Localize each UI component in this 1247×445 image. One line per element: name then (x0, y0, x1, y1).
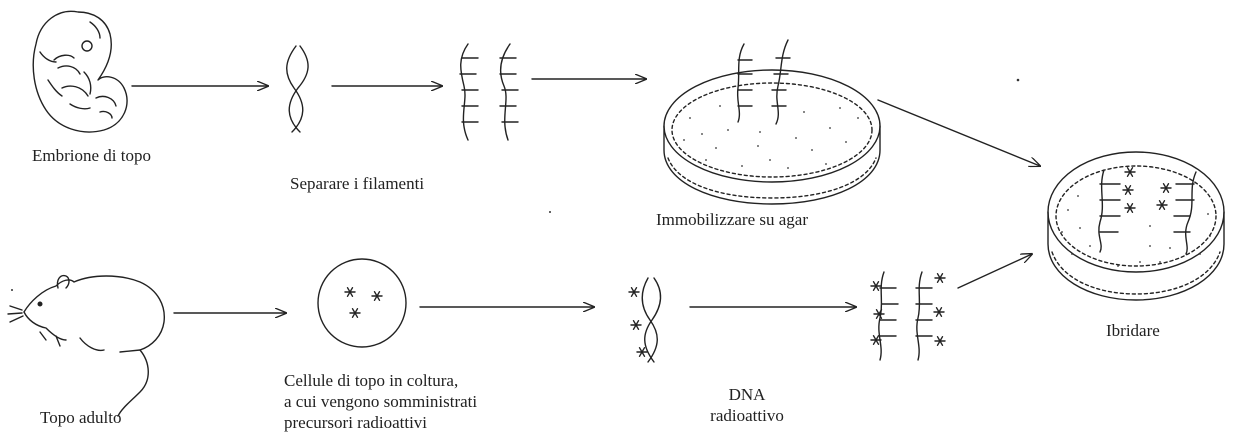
radioactive-separated-strands (871, 272, 945, 360)
label-hybridize: Ibridare (1106, 321, 1160, 341)
double-helix-dna (287, 46, 308, 132)
separated-dna-strands (460, 44, 518, 140)
mouse-embryo-illustration (33, 11, 127, 132)
label-cell-culture-line1: Cellule di topo in coltura, (284, 370, 477, 391)
scan-specks (11, 79, 1019, 291)
hybridization-petri-dish (1048, 152, 1224, 300)
top-row-arrows (132, 79, 1040, 166)
agar-petri-dish (664, 40, 880, 204)
radioactive-dna-helix (629, 278, 661, 362)
label-dna-line1: DNA (702, 384, 792, 405)
label-dna-line2: radioattivo (702, 405, 792, 426)
label-adult-mouse: Topo adulto (40, 408, 121, 428)
label-cell-culture-line3: precursori radioattivi (284, 412, 477, 433)
cell-culture-circle (318, 259, 406, 347)
label-embryo: Embrione di topo (32, 146, 151, 166)
adult-mouse-illustration (8, 276, 164, 416)
bottom-row-arrows (174, 254, 1032, 313)
label-cell-culture: Cellule di topo in coltura, a cui vengon… (284, 370, 477, 433)
label-radioactive-dna: DNA radioattivo (702, 384, 792, 426)
label-immobilize: Immobilizzare su agar (656, 210, 808, 230)
label-separate-strands: Separare i filamenti (290, 174, 424, 194)
label-cell-culture-line2: a cui vengono somministrati (284, 391, 477, 412)
